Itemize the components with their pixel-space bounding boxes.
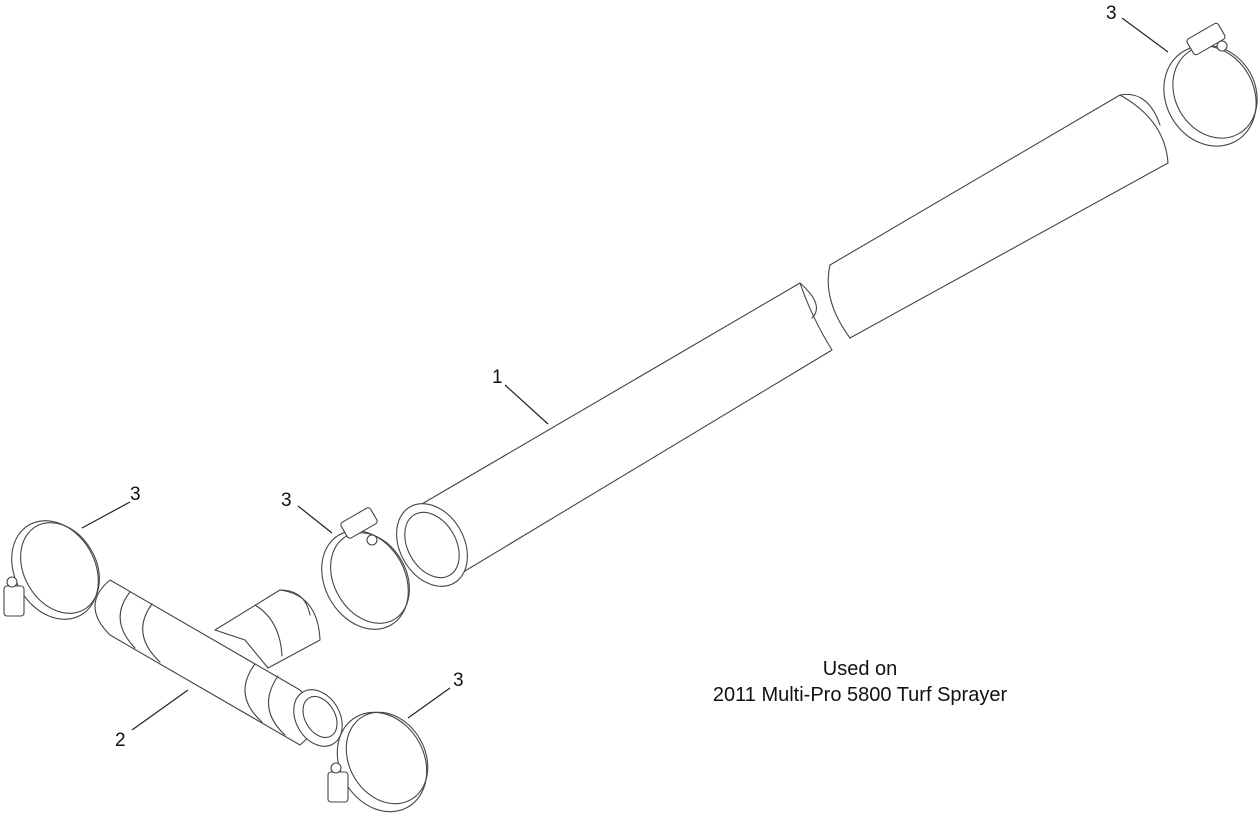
- usage-note: Used on 2011 Multi-Pro 5800 Turf Sprayer: [620, 656, 1100, 708]
- leader-3-top-right: [1121, 17, 1169, 53]
- callout-1: 1: [492, 367, 503, 388]
- callout-3-left: 3: [130, 484, 141, 505]
- leader-3-middle: [297, 505, 333, 534]
- callout-3-top-right: 3: [1106, 3, 1117, 24]
- callout-3-middle: 3: [281, 490, 292, 511]
- pipe-part-1: [396, 93, 1169, 587]
- leader-2: [131, 689, 189, 731]
- hose-clamp-bottom: [327, 711, 429, 813]
- leader-3-left: [81, 501, 131, 529]
- usage-note-line-1: Used on: [822, 658, 898, 680]
- tee-fitting-part-2: [94, 579, 343, 747]
- hose-clamp-middle: [321, 507, 410, 630]
- callout-labels: 1 2 3 3 3 3: [115, 3, 1117, 751]
- leader-lines: [81, 17, 1169, 731]
- hose-clamp-left: [3, 520, 100, 620]
- callout-3-bottom: 3: [453, 670, 464, 691]
- hose-clamp-top-right: [1163, 22, 1258, 147]
- leader-3-bottom: [407, 687, 451, 719]
- callout-2: 2: [115, 730, 126, 751]
- leader-1: [504, 384, 549, 425]
- usage-note-line-2: 2011 Multi-Pro 5800 Turf Sprayer: [712, 684, 1008, 706]
